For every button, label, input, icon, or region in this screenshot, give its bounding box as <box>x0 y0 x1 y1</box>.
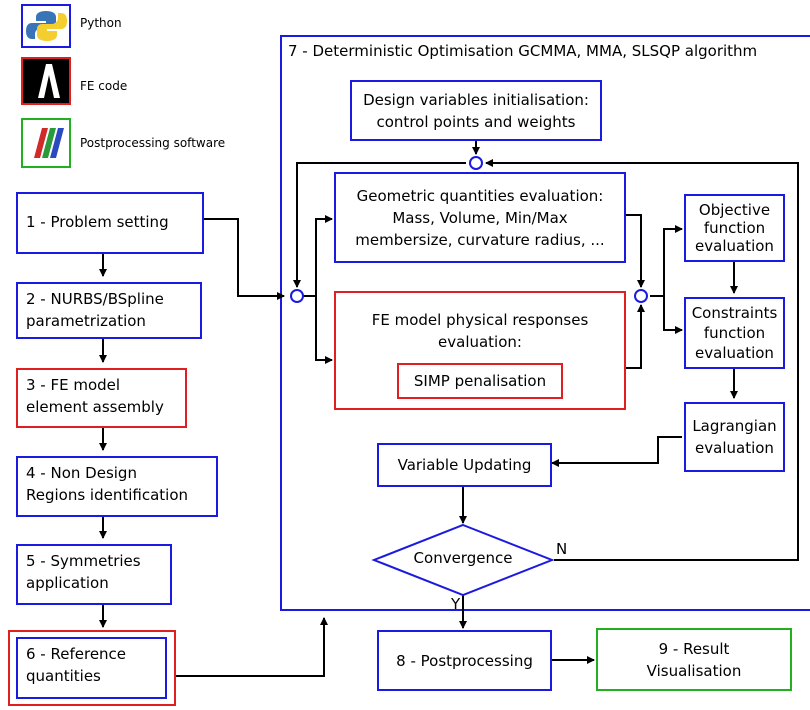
update-label: Variable Updating <box>397 456 532 474</box>
postprocessing-step: 8 - Postprocessing <box>377 630 552 691</box>
geometric-quantities-eval: Geometric quantities evaluation: Mass, V… <box>334 172 626 263</box>
con-line-1: Constraints <box>691 304 778 322</box>
fe-line-1: FE model physical responses <box>371 311 589 329</box>
right-merge-node <box>634 289 648 303</box>
geo-line-3: membersize, curvature radius, ... <box>355 230 605 249</box>
step-fe-model-assembly: 3 - FE model element assembly <box>16 368 187 428</box>
obj-line-2: function <box>703 219 766 237</box>
step-6-line-2: quantities <box>26 667 101 685</box>
simp-penalisation: SIMP penalisation <box>397 363 563 399</box>
con-line-3: evaluation <box>695 344 774 362</box>
design-variables-init: Design variables initialisation: control… <box>350 80 602 141</box>
fe-code-logo-icon <box>21 57 71 105</box>
init-line-1: Design variables initialisation: <box>363 90 589 109</box>
step-3-line-1: 3 - FE model <box>26 376 121 394</box>
obj-line-3: evaluation <box>695 237 774 255</box>
step-5-line-2: application <box>26 574 109 592</box>
step-non-design-regions: 4 - Non Design Regions identification <box>16 456 218 517</box>
lag-line-2: evaluation <box>695 439 774 457</box>
lagrangian-eval: Lagrangian evaluation <box>684 402 785 472</box>
step-5-line-1: 5 - Symmetries <box>26 552 141 570</box>
legend-python-label: Python <box>80 16 122 30</box>
init-line-2: control points and weights <box>376 112 576 131</box>
obj-line-1: Objective <box>698 201 771 219</box>
step-problem-setting: 1 - Problem setting <box>16 192 204 254</box>
con-line-2: function <box>703 324 766 342</box>
post-label: 8 - Postprocessing <box>396 651 533 670</box>
optimisation-title: 7 - Deterministic Optimisation GCMMA, MM… <box>288 42 758 60</box>
step-reference-quantities: 6 - Reference quantities <box>16 637 167 699</box>
geo-line-2: Mass, Volume, Min/Max <box>392 208 568 227</box>
step-2-line-2: parametrization <box>26 312 146 330</box>
step-6-line-1: 6 - Reference <box>26 645 127 663</box>
simp-label: SIMP penalisation <box>413 372 547 390</box>
step-3-line-2: element assembly <box>26 398 164 416</box>
step-nurbs-parametrization: 2 - NURBS/BSpline parametrization <box>16 282 202 339</box>
step-symmetries: 5 - Symmetries application <box>16 544 172 605</box>
objective-function-eval: Objective function evaluation <box>684 194 785 262</box>
step-4-line-1: 4 - Non Design <box>26 464 137 482</box>
step-4-line-2: Regions identification <box>26 486 189 504</box>
top-merge-node <box>469 156 483 170</box>
left-merge-node <box>290 289 304 303</box>
convergence-label: Convergence <box>413 549 513 567</box>
vis-line-2: Visualisation <box>646 661 742 680</box>
legend-fe-code-label: FE code <box>80 79 128 93</box>
variable-updating: Variable Updating <box>377 443 552 487</box>
lag-line-1: Lagrangian <box>692 417 777 435</box>
python-logo-icon <box>21 4 71 48</box>
vis-line-1: 9 - Result <box>658 639 730 658</box>
result-visualisation-step: 9 - Result Visualisation <box>596 628 792 691</box>
step-reference-quantities-outer <box>8 630 176 706</box>
paraview-logo-icon <box>21 118 71 168</box>
step-2-line-1: 2 - NURBS/BSpline <box>26 290 164 308</box>
convergence-diamond <box>371 523 555 597</box>
optimisation-frame <box>280 35 810 611</box>
step-1-label: 1 - Problem setting <box>26 213 169 231</box>
convergence-no-label: N <box>556 540 568 558</box>
geo-line-1: Geometric quantities evaluation: <box>356 186 604 205</box>
constraints-function-eval: Constraints function evaluation <box>684 297 785 369</box>
convergence-yes-label: Y <box>451 595 461 613</box>
legend-postprocessing-label: Postprocessing software <box>80 136 226 150</box>
fe-line-2: evaluation: <box>438 333 522 351</box>
